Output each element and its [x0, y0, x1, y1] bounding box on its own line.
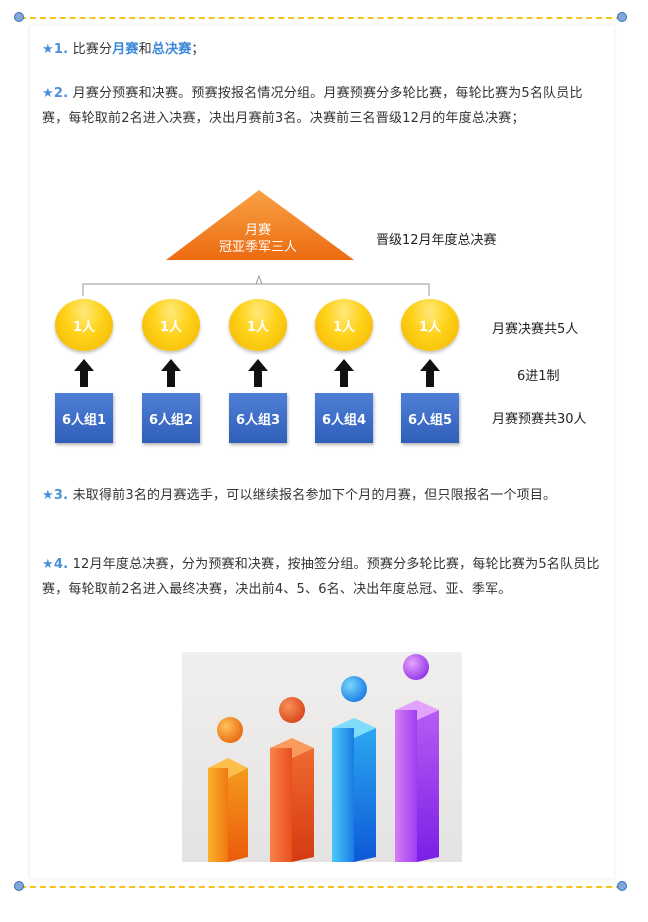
up-arrow-icon — [161, 359, 181, 387]
six-to-one-label: 6进1制 — [517, 369, 560, 384]
rule-3-text: 未取得前3名的月赛选手，可以继续报名参加下个月的月赛，但只限报名一个项目。 — [68, 488, 557, 503]
triangle-label: 月赛 冠亚季军三人 — [168, 222, 348, 256]
rule-2: ★2. 月赛分预赛和决赛。预赛按报名情况分组。月赛预赛分多轮比赛，每轮比赛为5名… — [42, 82, 607, 131]
finals-label: 月赛决赛共5人 — [492, 322, 579, 337]
rule-1-text-c: ； — [191, 42, 205, 57]
up-arrow-icon — [248, 359, 268, 387]
up-arrow-icon — [334, 359, 354, 387]
3d-bar-graph-with-balls-icon — [182, 652, 462, 862]
group-box-5: 6人组5 — [401, 393, 459, 443]
champions-triangle — [166, 190, 354, 260]
bracket-tick — [255, 274, 263, 285]
finalist-coin-2: 1人 — [142, 299, 200, 351]
top-dashed-border — [20, 17, 622, 19]
rule-4-text: 12月年度总决赛，分为预赛和决赛，按抽签分组。预赛分多轮比赛，每轮比赛为5名队员… — [42, 557, 600, 597]
up-arrow-icon — [74, 359, 94, 387]
rule-1-number: ★1. — [42, 42, 69, 57]
triangle-label-line1: 月赛 — [244, 223, 271, 238]
triangle-label-line2: 冠亚季军三人 — [218, 240, 297, 255]
rule-2-number: ★2. — [42, 86, 69, 101]
group-box-2: 6人组2 — [142, 393, 200, 443]
bottom-dashed-border — [20, 886, 622, 888]
rule-1-keyword-monthly: 月赛 — [112, 42, 139, 57]
finalist-coin-5: 1人 — [401, 299, 459, 351]
group-box-4: 6人组4 — [315, 393, 373, 443]
rule-1-text-a: 比赛分 — [68, 42, 113, 57]
group-box-3: 6人组3 — [229, 393, 287, 443]
promotion-label: 晋级12月年度总决赛 — [376, 233, 497, 248]
corner-dot-bottom-right — [617, 881, 627, 891]
corner-dot-top-left — [14, 12, 24, 22]
rule-2-text: 月赛分预赛和决赛。预赛按报名情况分组。月赛预赛分多轮比赛，每轮比赛为5名队员比赛… — [42, 86, 583, 126]
rule-1-keyword-final: 总决赛 — [151, 42, 192, 57]
rule-4-number: ★4. — [42, 557, 69, 572]
corner-dot-bottom-left — [14, 881, 24, 891]
rule-1-text-b: 和 — [138, 42, 152, 57]
up-arrow-icon — [420, 359, 440, 387]
diagram-shapes — [82, 190, 430, 296]
finalist-coin-3: 1人 — [229, 299, 287, 351]
rule-4: ★4. 12月年度总决赛，分为预赛和决赛，按抽签分组。预赛分多轮比赛，每轮比赛为… — [42, 553, 607, 602]
competition-structure-diagram: 月赛 冠亚季军三人 晋级12月年度总决赛 1人 1人 1人 1人 1人 月赛决赛… — [40, 180, 620, 460]
rule-1: ★1. 比赛分月赛和总决赛； — [42, 38, 607, 63]
bracket-line — [82, 283, 430, 296]
preliminaries-label: 月赛预赛共30人 — [492, 412, 587, 427]
rule-3-number: ★3. — [42, 488, 69, 503]
finalist-coin-1: 1人 — [55, 299, 113, 351]
finalist-coin-4: 1人 — [315, 299, 373, 351]
rule-3: ★3. 未取得前3名的月赛选手，可以继续报名参加下个月的月赛，但只限报名一个项目… — [42, 484, 607, 509]
group-box-1: 6人组1 — [55, 393, 113, 443]
corner-dot-top-right — [617, 12, 627, 22]
